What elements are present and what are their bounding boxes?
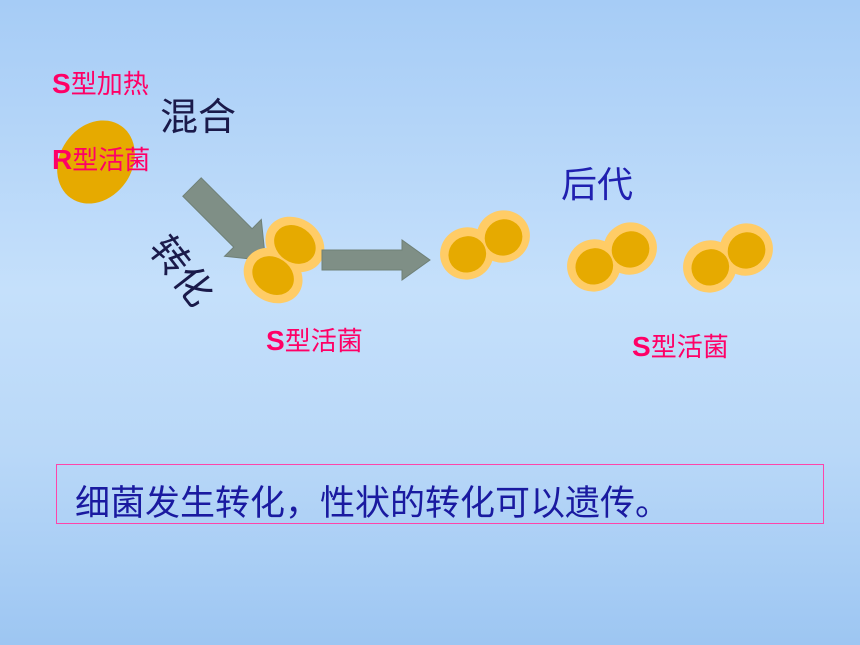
offspring-bacterium-1: [440, 210, 530, 280]
s-heated-label: S型加热: [52, 68, 149, 100]
r-live-label: R型活菌: [52, 144, 151, 176]
transform-arrow: [182, 177, 267, 262]
s-live-label-1: S型活菌: [266, 325, 363, 357]
mix-label: 混合: [160, 95, 237, 139]
caption-box: 细菌发生转化，性状的转化可以遗传。: [56, 464, 824, 524]
progeny-arrow: [321, 239, 431, 281]
s-live-label-2: S型活菌: [632, 331, 729, 363]
r-bacterium: [57, 120, 135, 204]
transformed-bacterium: [243, 216, 325, 304]
offspring-bacterium-2: [567, 222, 657, 292]
offspring-label: 后代: [561, 165, 634, 206]
offspring-bacterium-3: [683, 223, 773, 293]
caption-text: 细菌发生转化，性状的转化可以遗传。: [75, 484, 671, 524]
